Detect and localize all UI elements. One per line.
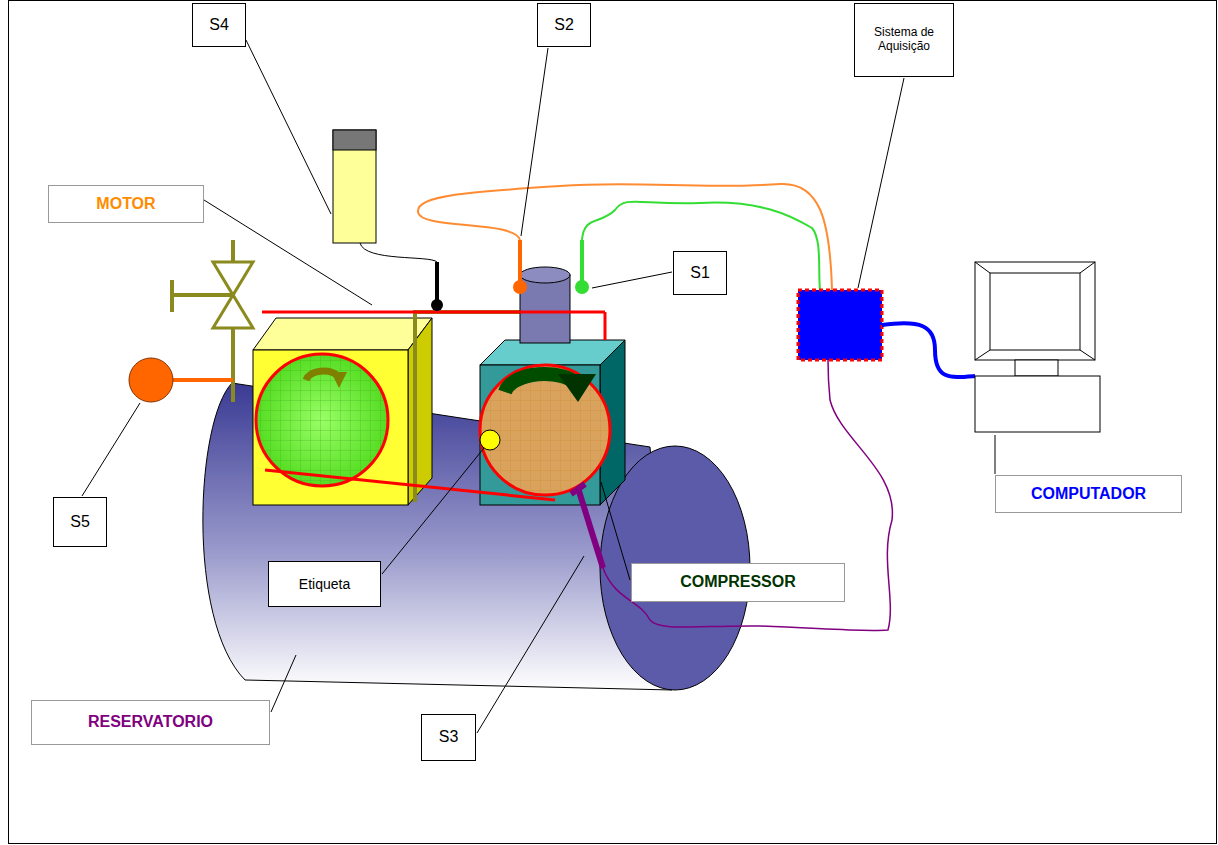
sensor-point bbox=[431, 299, 443, 311]
rotation-arrow bbox=[558, 374, 596, 402]
belt bbox=[604, 312, 607, 340]
callout-box: Etiqueta bbox=[268, 561, 381, 607]
callout-label: COMPRESSOR bbox=[680, 573, 796, 591]
monitor-screen bbox=[990, 273, 1080, 350]
callout-box: COMPRESSOR bbox=[631, 563, 845, 602]
callout-box: Sistema de Aquisição bbox=[854, 3, 954, 77]
leader-line bbox=[521, 48, 548, 236]
tag-dot bbox=[480, 430, 500, 450]
sensor-wire bbox=[418, 184, 832, 290]
callout-box: S1 bbox=[673, 251, 727, 295]
leader-line bbox=[82, 403, 140, 496]
callout-box: S5 bbox=[53, 497, 107, 547]
sensor-wire bbox=[603, 360, 892, 631]
callout-label: S2 bbox=[554, 16, 574, 34]
compressor-pulley bbox=[480, 365, 610, 495]
belt bbox=[262, 311, 605, 314]
monitor bbox=[975, 262, 1095, 360]
belt bbox=[265, 470, 555, 500]
sensor-probe bbox=[571, 484, 585, 494]
sensor-wire bbox=[360, 243, 437, 262]
sensor-wire bbox=[582, 202, 820, 290]
gauge-pipe bbox=[173, 378, 233, 382]
callout-label: S5 bbox=[70, 513, 90, 531]
page-frame bbox=[9, 1, 1217, 844]
acquisition-box bbox=[798, 290, 882, 360]
callout-label: RESERVATORIO bbox=[88, 713, 213, 731]
callout-box: S3 bbox=[421, 714, 476, 761]
callout-box: MOTOR bbox=[48, 185, 204, 223]
sensor-probe bbox=[518, 240, 522, 287]
sensor-probe bbox=[580, 240, 584, 287]
callout-box: S2 bbox=[537, 3, 591, 47]
data-cable bbox=[882, 323, 975, 377]
motor-pulley bbox=[256, 354, 388, 486]
monitor-bevel bbox=[975, 262, 1095, 360]
callout-label: S1 bbox=[690, 264, 710, 282]
leader-line bbox=[271, 655, 296, 712]
leader-line bbox=[246, 40, 331, 214]
thermometer-cap bbox=[333, 130, 376, 150]
motor-pulley bbox=[256, 354, 388, 486]
leader-line bbox=[858, 78, 904, 288]
compressor-pulley bbox=[480, 365, 610, 495]
sensor-probe bbox=[435, 262, 439, 305]
sensor-probe bbox=[578, 488, 603, 568]
callout-box: COMPUTADOR bbox=[995, 475, 1182, 513]
valve-symbol bbox=[213, 262, 253, 295]
callout-label: S4 bbox=[209, 16, 229, 34]
leader-line bbox=[204, 200, 372, 305]
leader-line bbox=[592, 272, 672, 288]
thermometer-sensor bbox=[333, 130, 376, 243]
callout-label: COMPUTADOR bbox=[1031, 485, 1146, 503]
leader-line bbox=[382, 448, 484, 574]
leader-line bbox=[477, 556, 584, 733]
compressor-cylinder bbox=[520, 267, 570, 283]
monitor-neck bbox=[1015, 360, 1058, 376]
valve-symbol bbox=[213, 295, 253, 328]
callout-label: Etiqueta bbox=[299, 576, 350, 592]
callout-label: S3 bbox=[439, 728, 459, 746]
motor-top bbox=[253, 318, 432, 350]
valve-handle bbox=[172, 293, 233, 297]
pressure-gauge bbox=[129, 358, 173, 402]
leader-line bbox=[995, 435, 996, 474]
rotation-arrow bbox=[331, 372, 347, 388]
callout-label: Sistema de Aquisição bbox=[855, 26, 953, 54]
computer-case bbox=[975, 376, 1100, 432]
callout-label: MOTOR bbox=[96, 195, 155, 213]
leader-line bbox=[601, 482, 630, 580]
callout-box: S4 bbox=[192, 3, 246, 47]
sensor-point bbox=[575, 280, 589, 294]
compressor-cylinder bbox=[520, 275, 570, 343]
callout-box: RESERVATORIO bbox=[31, 700, 270, 745]
sensor-point bbox=[513, 280, 527, 294]
valve-handle bbox=[170, 280, 174, 312]
motor-side bbox=[408, 318, 432, 505]
